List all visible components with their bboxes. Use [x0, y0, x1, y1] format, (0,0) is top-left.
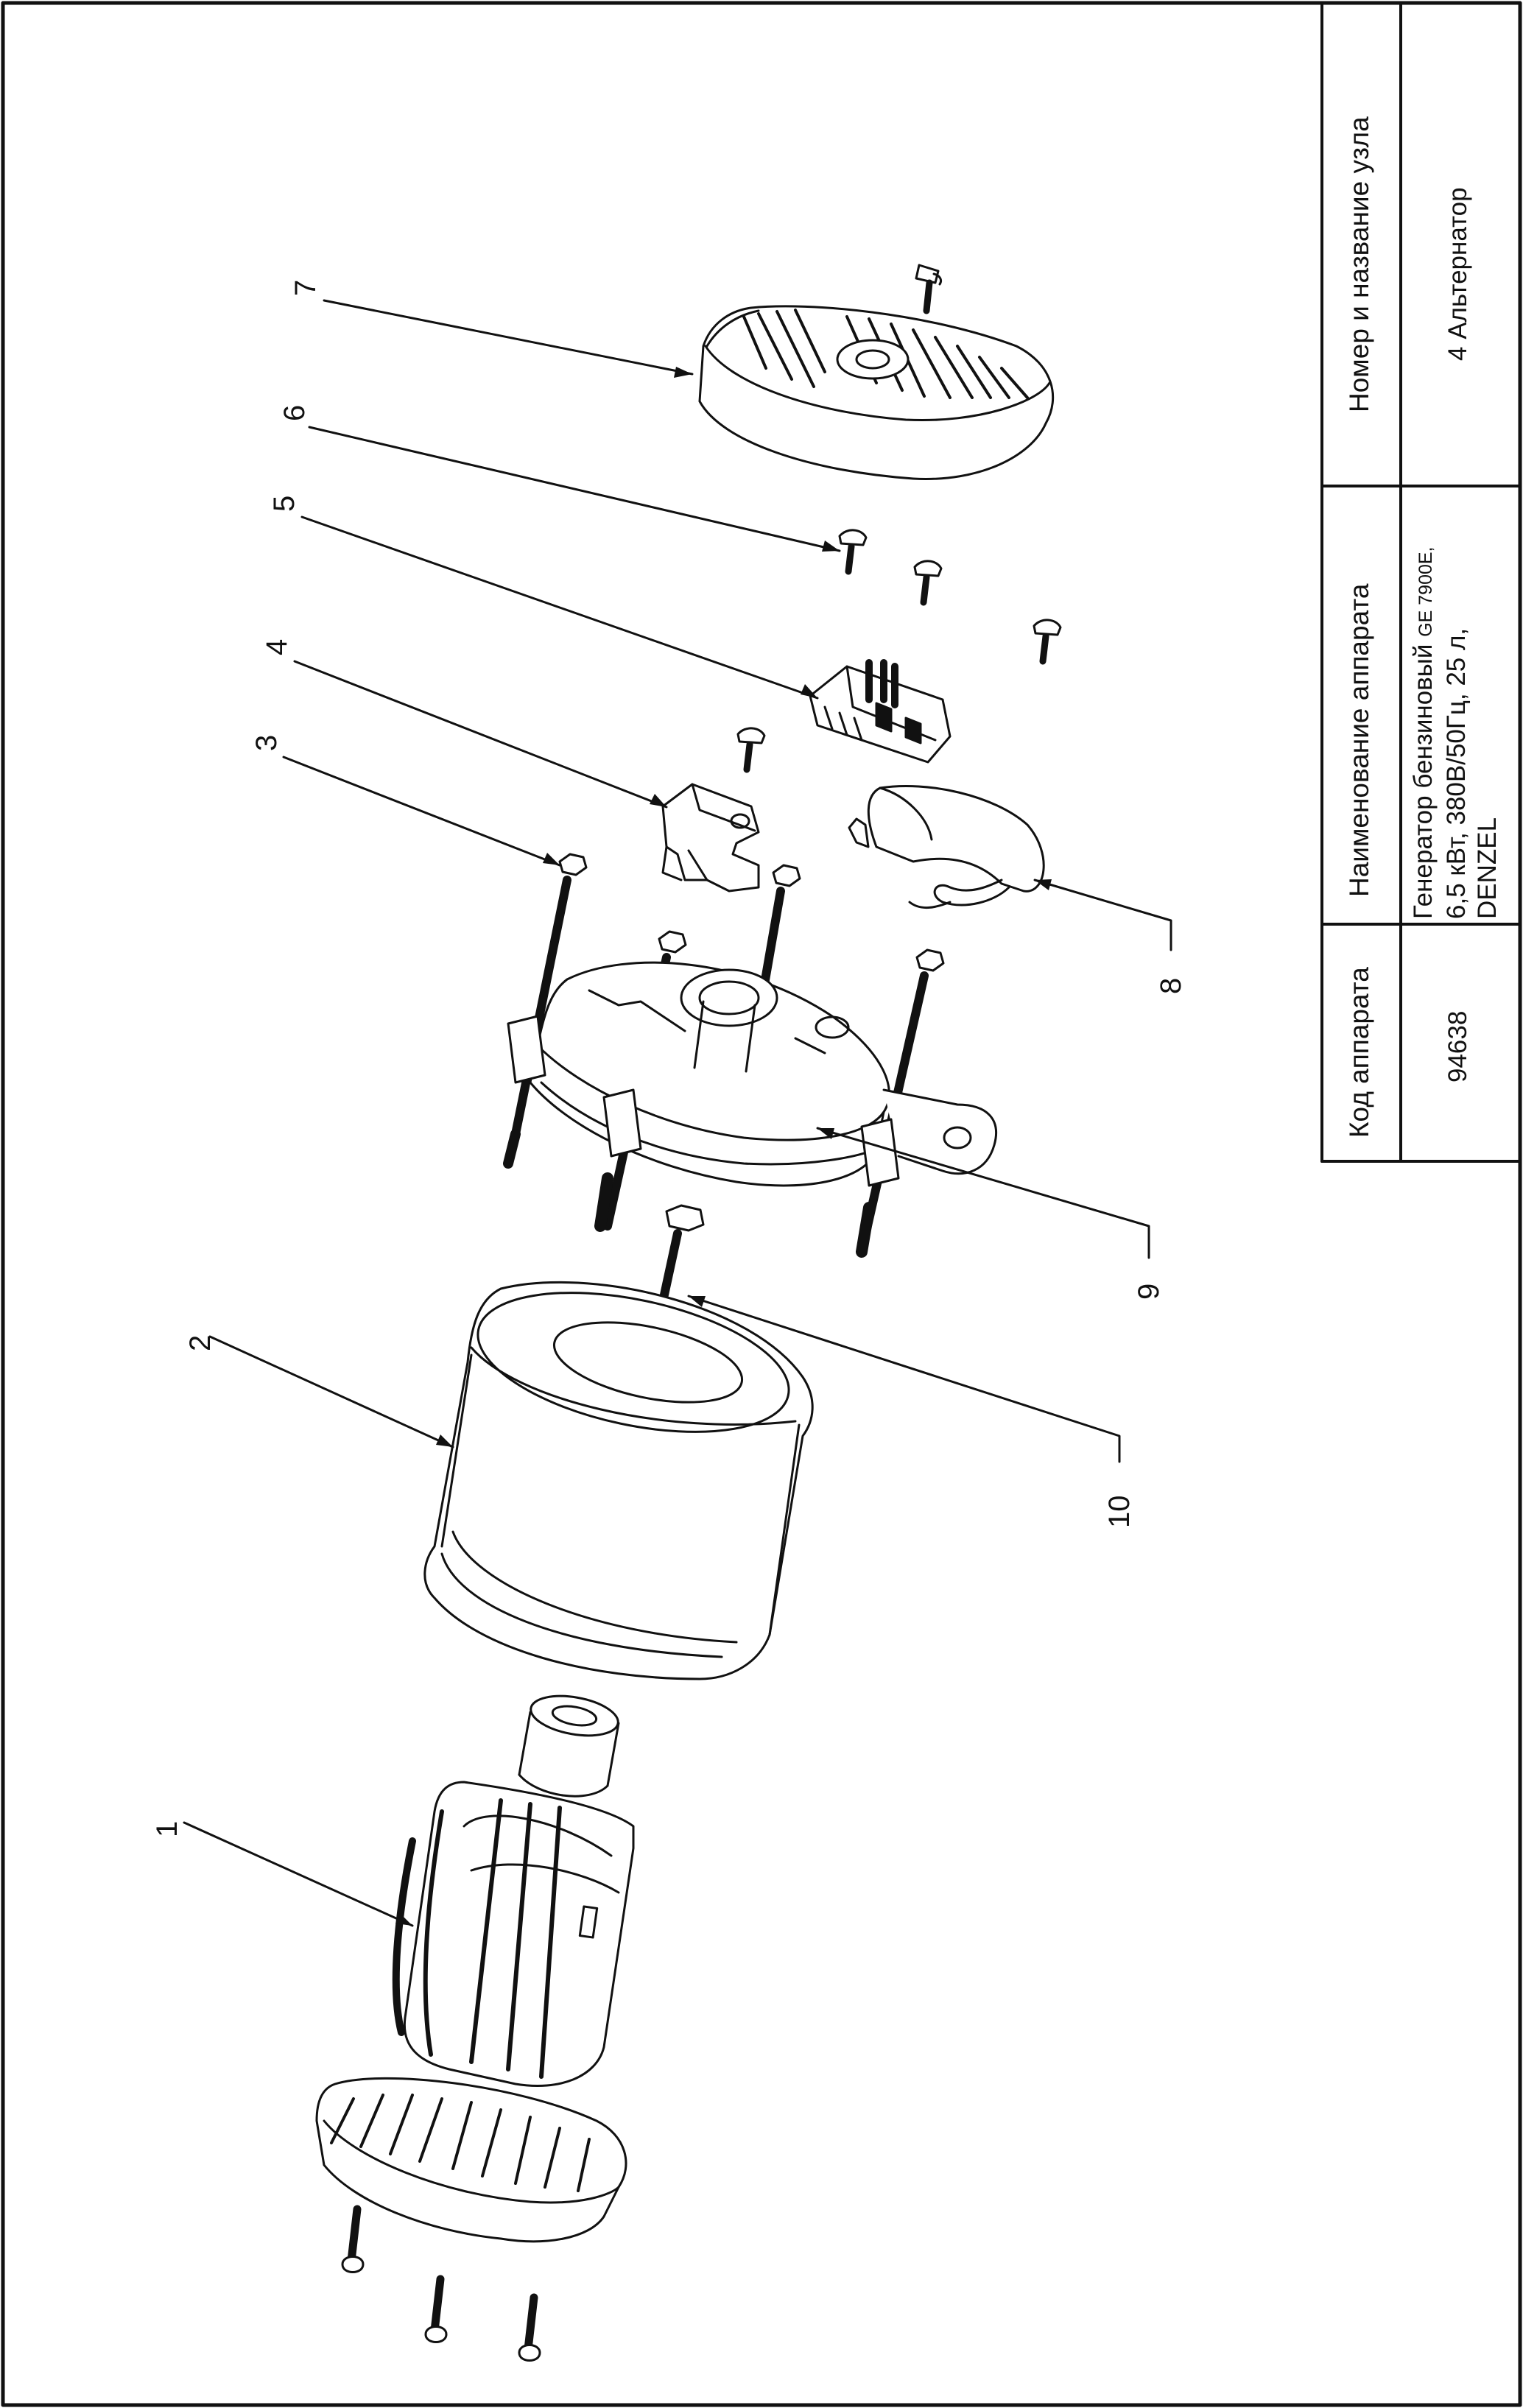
- callout-10: 10: [1103, 1495, 1136, 1529]
- part-7-end-cover: [698, 305, 1055, 480]
- screw-6-c: [1033, 619, 1062, 665]
- part-1-rotor: [315, 1694, 635, 2243]
- device-name-line1: Генератор бензиновый GE 7900E,: [1409, 546, 1438, 919]
- callout-6: 6: [278, 404, 311, 421]
- arrowheads: [395, 367, 1052, 1926]
- screw-bottom-a: [341, 2205, 365, 2273]
- device-name-line3: DENZEL: [1473, 817, 1502, 919]
- node-header: Номер и название узла: [1344, 116, 1374, 412]
- leader-10: [687, 1295, 1121, 1463]
- screw-bottom-b: [424, 2275, 448, 2343]
- part-4-brush-holder: [661, 783, 760, 893]
- callout-1: 1: [151, 1820, 183, 1837]
- leader-3: [282, 756, 561, 867]
- device-name: Генератор бензиновый GE 7900E, 6,5 кВт, …: [1408, 448, 1503, 919]
- leader-7: [323, 299, 694, 376]
- callout-9: 9: [1133, 1283, 1165, 1300]
- leader-1: [183, 1821, 414, 1927]
- screw-6-b: [913, 560, 943, 606]
- screw-6-a: [838, 529, 868, 575]
- code-value: 94638: [1443, 1010, 1472, 1082]
- part-5-terminal-block: [809, 659, 952, 764]
- name-header: Наименование аппарата: [1344, 583, 1374, 897]
- part-8-cover-with-wires: [848, 785, 1045, 909]
- leader-4: [293, 660, 668, 809]
- screw-top-cover: [915, 264, 943, 314]
- part-9-rear-housing: [507, 961, 998, 1187]
- callout-5: 5: [268, 495, 300, 512]
- part-2-stator: [423, 1281, 814, 1680]
- leader-5: [300, 515, 819, 700]
- callout-8: 8: [1155, 977, 1187, 994]
- node-value: 4 Альтернатор: [1443, 187, 1472, 361]
- callout-4: 4: [261, 638, 293, 655]
- callout-3: 3: [250, 734, 283, 751]
- leader-2: [208, 1335, 454, 1448]
- leader-9: [816, 1127, 1150, 1259]
- leader-lines: [183, 299, 1172, 1927]
- leader-6: [308, 426, 841, 552]
- callout-7: 7: [289, 279, 322, 296]
- code-header: Код аппарата: [1344, 967, 1374, 1138]
- screw-bottom-c: [518, 2293, 541, 2362]
- screw-6-d: [736, 727, 766, 773]
- title-block-grid: [1320, 1, 1522, 1163]
- device-name-line2: 6,5 кВт, 380В/50Гц, 25 л,: [1442, 627, 1471, 919]
- callout-2: 2: [184, 1334, 217, 1351]
- leader-8: [1033, 879, 1172, 951]
- part-3-long-bolt-a: [503, 853, 588, 1169]
